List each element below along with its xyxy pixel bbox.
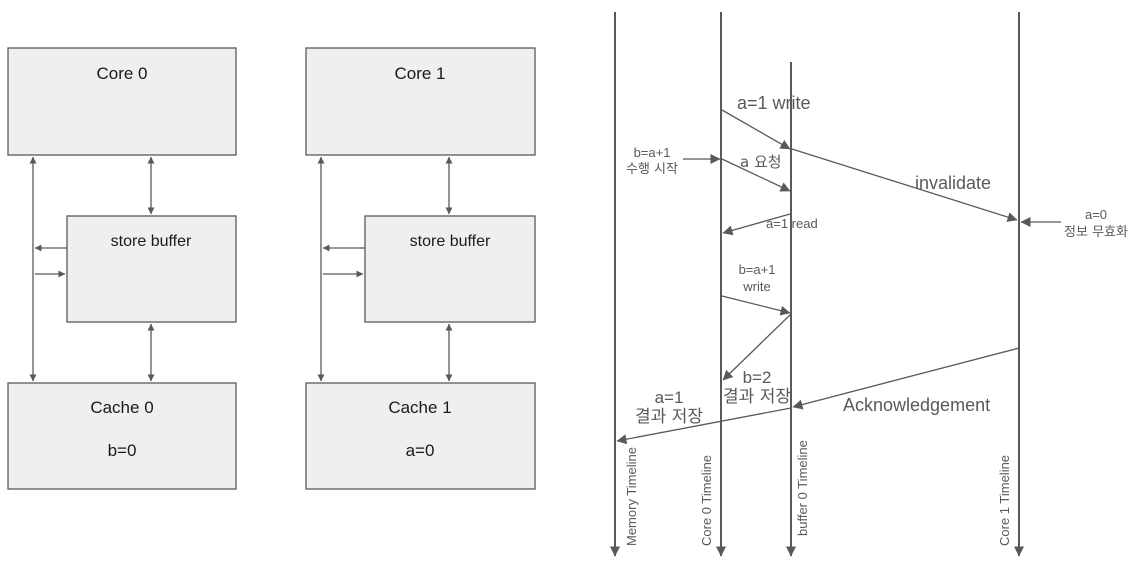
b-write-label-line1: b=a+1 [739, 262, 776, 277]
core0-store-buffer-label: store buffer [111, 233, 192, 250]
core1-cache-title: Cache 1 [388, 398, 451, 417]
core0-cache-box [7, 382, 237, 490]
core0-cache-value: b=0 [108, 441, 137, 460]
a-request-label: a 요청 [740, 153, 782, 171]
buffer0-timeline-label: buffer 0 Timeline [795, 440, 810, 536]
invalidate-arrow [791, 148, 1018, 222]
start-label-line2: 수행 시작 [626, 161, 678, 177]
b-write-label-line2: write [742, 279, 770, 294]
b2-store-arrow [722, 313, 792, 381]
a1-write-arrow [721, 109, 791, 150]
memory-timeline-label: Memory Timeline [624, 447, 639, 546]
a0-label-line2: 정보 무효화 [1064, 225, 1128, 240]
core1-cache-box [305, 382, 536, 490]
core1-store-buffer-box [364, 215, 536, 323]
ack-arrow [792, 347, 1020, 410]
a1-result-arrow [616, 407, 792, 445]
messages: a=1 write b=a+1 수행 시작 a 요청 invalidate a=… [616, 93, 1128, 445]
core1-title: Core 1 [394, 64, 445, 83]
b2-label-line1: b=2 [743, 368, 772, 387]
b-write-arrow [721, 295, 791, 316]
core0-group: Core 0 store buffer Cache 0 b=0 [7, 47, 237, 490]
core1-store-buffer-label: store buffer [410, 233, 491, 250]
core0-store-buffer-box [66, 215, 237, 323]
a1-write-label: a=1 write [737, 93, 811, 113]
a1-read-arrow [722, 213, 791, 236]
start-label-line1: b=a+1 [634, 145, 671, 160]
core1-box [305, 47, 536, 156]
a-request-arrow [721, 158, 791, 192]
a1-result-label-line1: a=1 [655, 388, 684, 407]
core1-timeline-label: Core 1 Timeline [997, 455, 1012, 546]
a0-label-line1: a=0 [1085, 207, 1107, 222]
a1-result-label-line2: 결과 저장 [635, 407, 703, 427]
timelines: Memory Timeline Core 0 Timeline buffer 0… [610, 12, 1024, 557]
core0-cache-title: Cache 0 [90, 398, 153, 417]
core0-title: Core 0 [96, 64, 147, 83]
invalidate-label: invalidate [915, 173, 991, 193]
b2-label-line2: 결과 저장 [723, 387, 791, 407]
a1-read-label: a=1 read [766, 216, 818, 231]
core0-box [7, 47, 237, 156]
core1-cache-value: a=0 [406, 441, 435, 460]
core1-group: Core 1 store buffer Cache 1 a=0 [305, 47, 536, 490]
core0-timeline-label: Core 0 Timeline [699, 455, 714, 546]
ack-label: Acknowledgement [843, 395, 990, 415]
